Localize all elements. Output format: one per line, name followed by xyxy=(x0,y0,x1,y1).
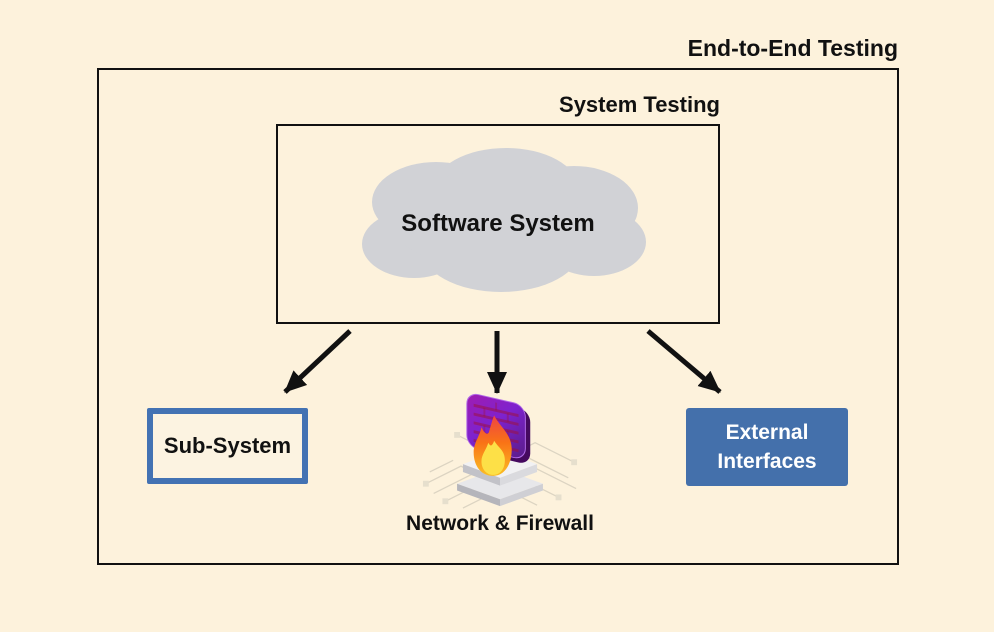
end-to-end-testing-label: End-to-End Testing xyxy=(687,35,898,61)
software-system-cloud: Software System xyxy=(336,140,660,306)
circuit-nodes xyxy=(422,431,578,505)
network-firewall-label: Network & Firewall xyxy=(406,512,594,535)
external-interfaces-node: External Interfaces xyxy=(686,408,848,486)
cloud-icon xyxy=(362,148,646,292)
system-testing-box xyxy=(276,124,720,324)
end-to-end-testing-box xyxy=(97,68,899,565)
network-firewall-node xyxy=(420,390,580,513)
subsystem-node: Sub-System xyxy=(147,408,308,484)
subsystem-label: Sub-System xyxy=(163,433,292,458)
external-interfaces-label: External Interfaces xyxy=(717,421,817,473)
software-system-label: Software System xyxy=(401,210,595,237)
system-testing-label: System Testing xyxy=(559,92,720,117)
flame-icon xyxy=(473,415,512,476)
firewall-icon xyxy=(422,393,578,509)
